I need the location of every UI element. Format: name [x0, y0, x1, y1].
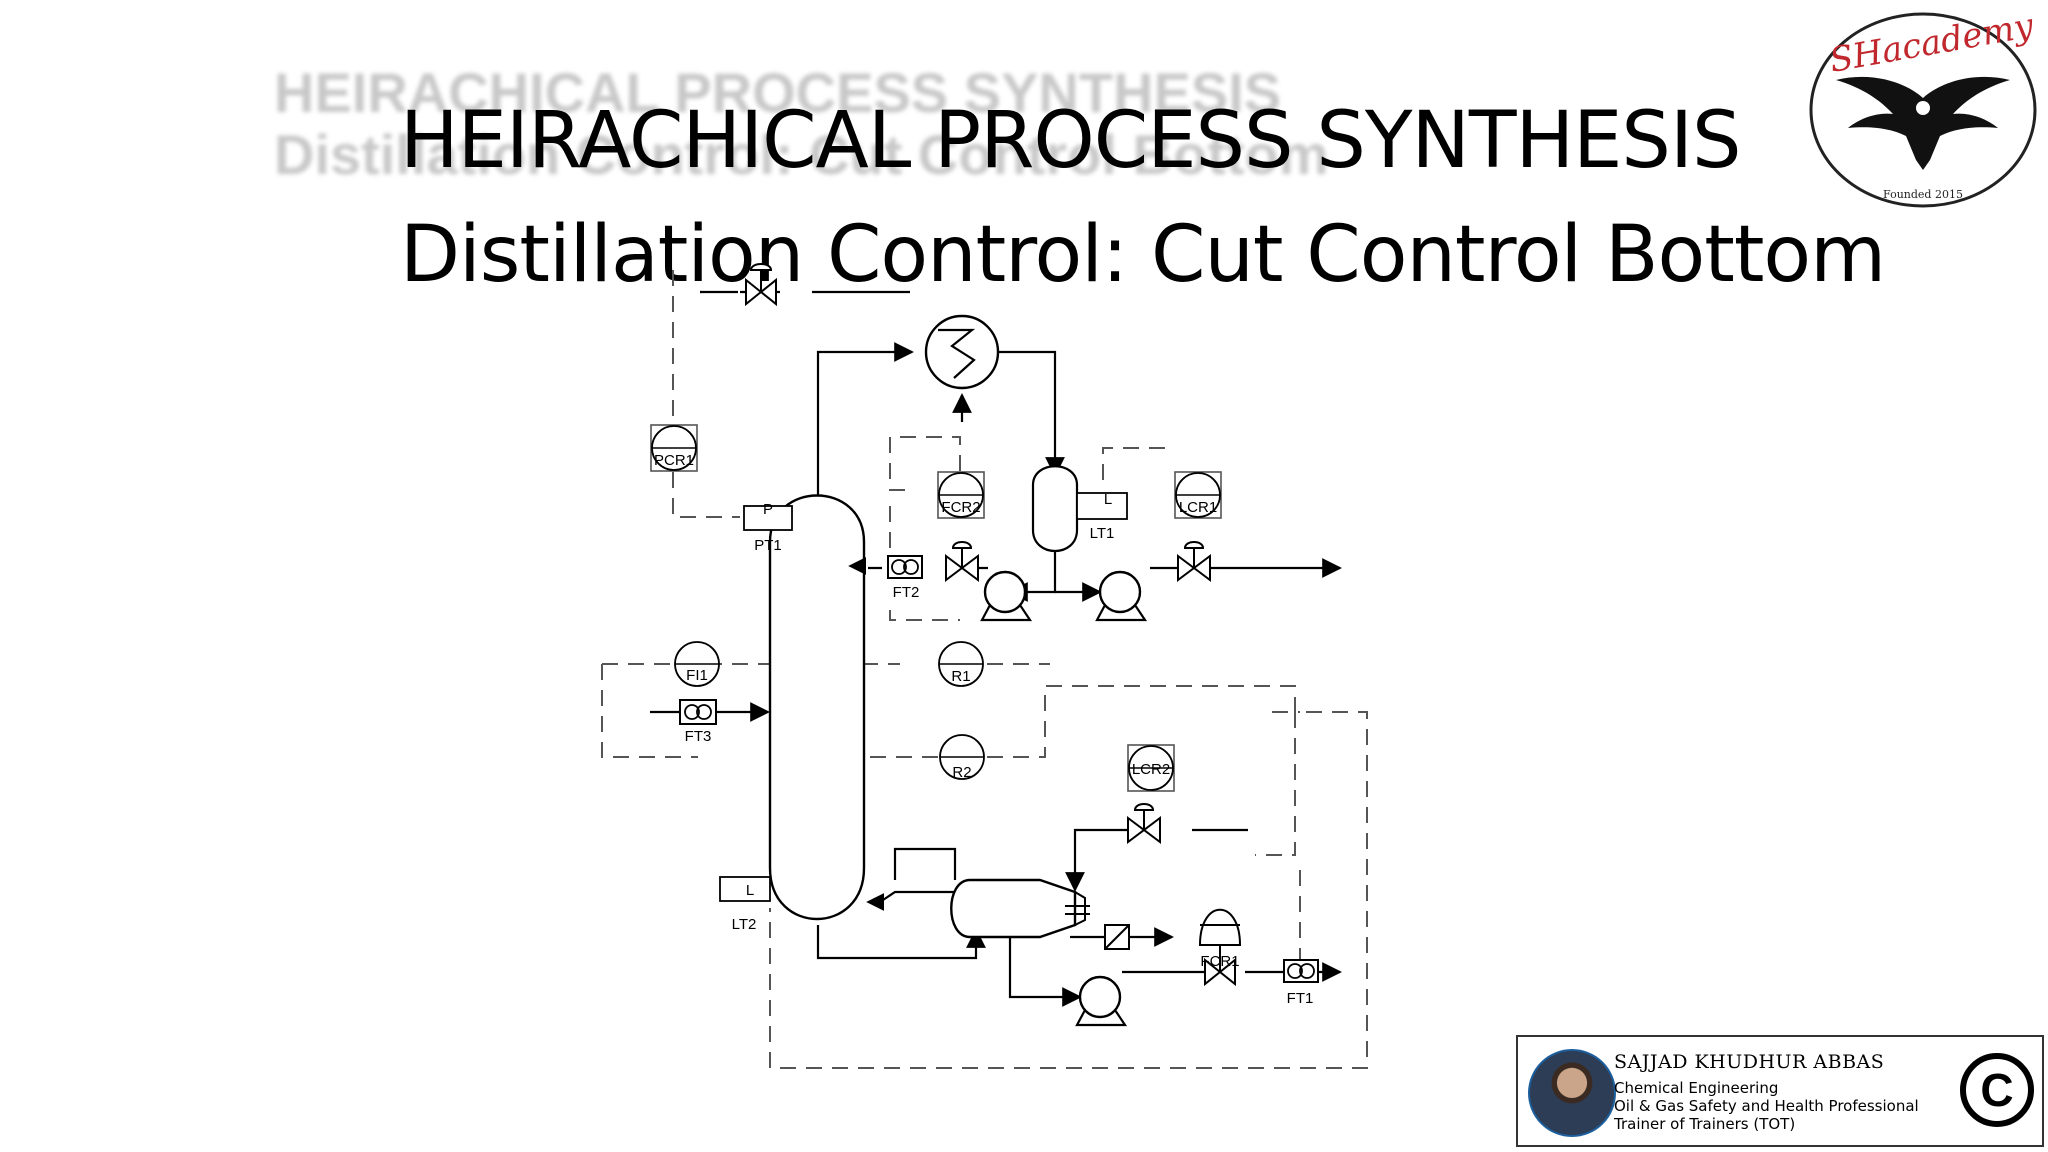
author-line3: Trainer of Trainers (TOT)	[1614, 1115, 1796, 1133]
reflux-drum	[1031, 465, 1079, 553]
ft1-label: FT1	[1287, 990, 1314, 1007]
lt1-letter: L	[1104, 491, 1112, 508]
signal-lines	[601, 270, 1368, 1069]
reboiler-return	[879, 847, 968, 903]
distillate-control-valve	[1177, 541, 1211, 582]
slide-title: HEIRACHICAL PROCESS SYNTHESIS Distillati…	[400, 84, 1886, 312]
pressure-transmitter-pt1: P PT1	[743, 501, 793, 554]
distillate-pump	[1095, 570, 1148, 622]
ghost-title: HEIRACHICAL PROCESS SYNTHESIS Distillati…	[274, 62, 1328, 186]
pcr1-label: PCR1	[654, 452, 694, 469]
level-transmitter-lt2: L LT2	[719, 876, 771, 933]
ft2-label: FT2	[893, 584, 920, 601]
valves	[745, 263, 1242, 987]
copyright-letter: C	[1980, 1064, 2013, 1116]
lcr2-label: LCR2	[1132, 761, 1170, 778]
shacademy-logo: SHacademy Founded 2015	[1809, 10, 2037, 208]
steam-control-valve	[1127, 803, 1161, 844]
slide-title-line2: Distillation Control: Cut Control Bottom	[400, 210, 1886, 300]
copyright-icon: C	[1960, 1053, 2034, 1127]
r2-label: R2	[952, 764, 971, 781]
bottoms-to-reboiler	[816, 925, 986, 960]
flow-transmitter-ft2	[887, 555, 923, 579]
reflux-pump	[980, 570, 1033, 622]
condenser	[924, 314, 1000, 390]
bottoms-control-valve	[1198, 908, 1242, 987]
pt1-letter: P	[763, 501, 773, 518]
ratio-station-r2: R2	[939, 734, 985, 781]
ft3-label: FT3	[685, 728, 712, 745]
bottoms-to-pump	[1008, 930, 1082, 1007]
author-line1: Chemical Engineering	[1614, 1079, 1779, 1097]
pt1-label: PT1	[754, 537, 782, 554]
overhead-vapor-line	[816, 342, 914, 497]
ghost-title-line2: Distillation Control: Cut Control Bottom	[274, 123, 1329, 186]
controller-lcr1: LCR1	[1174, 471, 1222, 519]
logo-founded: Founded 2015	[1883, 188, 1963, 201]
indicator-fi1: FI1	[674, 641, 720, 687]
author-credit-box: SAJJAD KHUDHUR ABBAS Chemical Engineerin…	[1516, 1035, 2044, 1147]
author-line2: Oil & Gas Safety and Health Professional	[1614, 1097, 1919, 1115]
signal-pcr1-pt1	[672, 472, 740, 518]
controller-pcr1: PCR1	[650, 424, 698, 472]
flow-transmitter-ft1	[1283, 959, 1319, 983]
controller-fcr2: FCR2	[937, 471, 985, 519]
signal-lt1	[1102, 447, 1165, 480]
lt1-label: LT1	[1090, 525, 1115, 542]
flow-transmitter-ft3	[679, 699, 717, 725]
fcr1-label: FCR1	[1200, 953, 1239, 970]
ratio-station-r1: R1	[938, 641, 984, 687]
level-transmitter-lt1: L LT1	[1076, 491, 1128, 542]
reflux-control-valve	[945, 541, 979, 582]
signal-lcr2	[1255, 712, 1296, 856]
lt2-letter: L	[746, 882, 754, 899]
steam-trap	[1104, 924, 1130, 950]
vent-control-valve	[745, 263, 777, 307]
slide-title-line1: HEIRACHICAL PROCESS SYNTHESIS	[400, 96, 1741, 186]
reboiler	[950, 878, 1090, 939]
fi1-label: FI1	[686, 667, 708, 684]
controller-lcr2: LCR2	[1127, 744, 1175, 792]
lcr1-label: LCR1	[1179, 499, 1217, 516]
steam-line	[1075, 828, 1248, 890]
r1-label: R1	[951, 668, 970, 685]
author-photo	[1528, 1049, 1616, 1137]
condenser-outlet-line	[998, 350, 1065, 477]
eagle-icon	[1836, 76, 2010, 170]
distillation-column	[768, 494, 866, 921]
ghost-title-line1: HEIRACHICAL PROCESS SYNTHESIS	[274, 61, 1282, 124]
author-name: SAJJAD KHUDHUR ABBAS	[1614, 1051, 1885, 1073]
lt2-label: LT2	[732, 916, 757, 933]
signal-ft3-loop	[601, 664, 698, 758]
signal-ft2-loop	[889, 610, 960, 621]
fcr2-label: FCR2	[941, 499, 980, 516]
bottoms-pump	[1075, 975, 1128, 1027]
